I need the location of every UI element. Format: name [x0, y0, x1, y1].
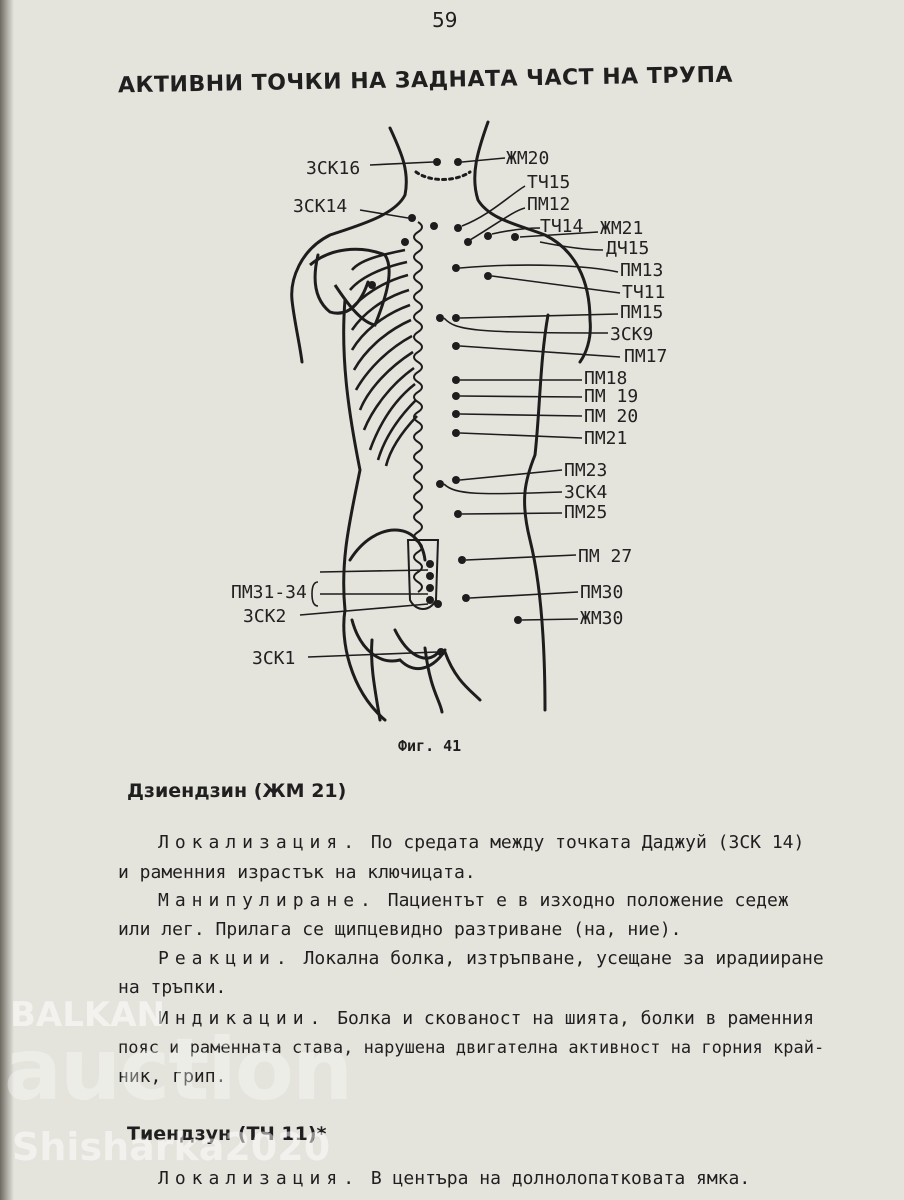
label-tch15: ТЧ15 — [527, 172, 570, 193]
label-tch14: ТЧ14 — [540, 216, 583, 237]
term-localization: Локализация. — [158, 832, 361, 853]
term-manipulation: Манипулиране. — [158, 890, 377, 911]
label-zsk4: ЗСК4 — [564, 482, 607, 503]
label-pm15: ПМ15 — [620, 302, 663, 323]
paragraph-indications-1b: пояс и раменната става, нарушена двигате… — [118, 1038, 825, 1058]
page-edge-shadow — [0, 0, 14, 1200]
paragraph-indications-1c: ник, грип. — [118, 1066, 227, 1087]
paragraph-localization-1b: и раменния израстък на ключицата. — [118, 862, 476, 883]
acupoint-back-diagram: ЗСК16 ЗСК14 ПМ31-34 ЗСК2 ЗСК1 ЖМ20 ТЧ15 … — [231, 120, 667, 722]
term-reactions: Реакции. — [158, 948, 293, 969]
label-dch15: ДЧ15 — [606, 238, 649, 259]
label-pm13: ПМ13 — [620, 260, 663, 281]
watermark-shisharka: Shisharka2020 — [12, 1125, 331, 1169]
paragraph-text: Пациентът е в изходно положение седеж — [376, 890, 789, 911]
label-zsk9: ЗСК9 — [610, 324, 653, 345]
label-pm30: ПМ30 — [580, 582, 623, 603]
label-pm17: ПМ17 — [624, 346, 667, 367]
label-zsk1: ЗСК1 — [252, 648, 295, 669]
label-zsk16: ЗСК16 — [306, 158, 360, 179]
label-pm31-34: ПМ31-34 — [231, 582, 307, 603]
label-zhm20: ЖМ20 — [506, 148, 549, 169]
label-pm12: ПМ12 — [527, 194, 570, 215]
label-zhm30: ЖМ30 — [580, 608, 623, 629]
label-pm18: ПМ18 — [584, 368, 627, 389]
label-zsk14: ЗСК14 — [293, 196, 347, 217]
term-localization: Локализация. — [158, 1168, 361, 1189]
paragraph-localization-1a: Локализация. По средата между точката Да… — [158, 830, 804, 856]
paragraph-indications-1a: Индикации. Болка и скованост на шията, б… — [158, 1006, 814, 1032]
paragraph-reactions-1a: Реакции. Локална болка, изтръпване, усещ… — [158, 946, 824, 972]
label-pm19: ПМ 19 — [584, 386, 638, 407]
paragraph-reactions-1b: на тръпки. — [118, 977, 227, 998]
watermark-auction: auction — [4, 1020, 353, 1120]
paragraph-text: Локална болка, изтръпване, усещане за ир… — [292, 948, 824, 969]
label-pm27: ПМ 27 — [578, 546, 632, 567]
paragraph-text: По средата между точката Даджуй (ЗСК 14) — [360, 832, 805, 853]
label-tch11: ТЧ11 — [622, 282, 665, 303]
paragraph-localization-2a: Локализация. В центъра на долнолопаткова… — [158, 1166, 750, 1192]
paragraph-manipulation-1b: или лег. Прилага се щипцевидно разтриван… — [118, 919, 682, 940]
label-pm23: ПМ23 — [564, 460, 607, 481]
label-pm25: ПМ25 — [564, 502, 607, 523]
figure-caption: Фиг. 41 — [398, 737, 462, 755]
paragraph-text: Болка и скованост на шията, болки в раме… — [326, 1008, 815, 1029]
label-zsk2: ЗСК2 — [243, 606, 286, 627]
page-number: 59 — [432, 8, 458, 32]
watermark-balkan: BALKAN — [10, 995, 166, 1035]
label-pm20: ПМ 20 — [584, 406, 638, 427]
term-indications: Индикации. — [158, 1008, 327, 1029]
paragraph-text: В центъра на долнолопатковата ямка. — [360, 1168, 751, 1189]
section-heading-dziendzin: Дзиендзин (ЖМ 21) — [127, 780, 347, 802]
label-pm21: ПМ21 — [584, 428, 627, 449]
section-heading-tiendzun: Тиендзун (ТЧ 11)* — [127, 1123, 327, 1145]
label-zhm21: ЖМ21 — [600, 218, 643, 239]
paragraph-manipulation-1a: Манипулиране. Пациентът е в изходно поло… — [158, 888, 789, 914]
